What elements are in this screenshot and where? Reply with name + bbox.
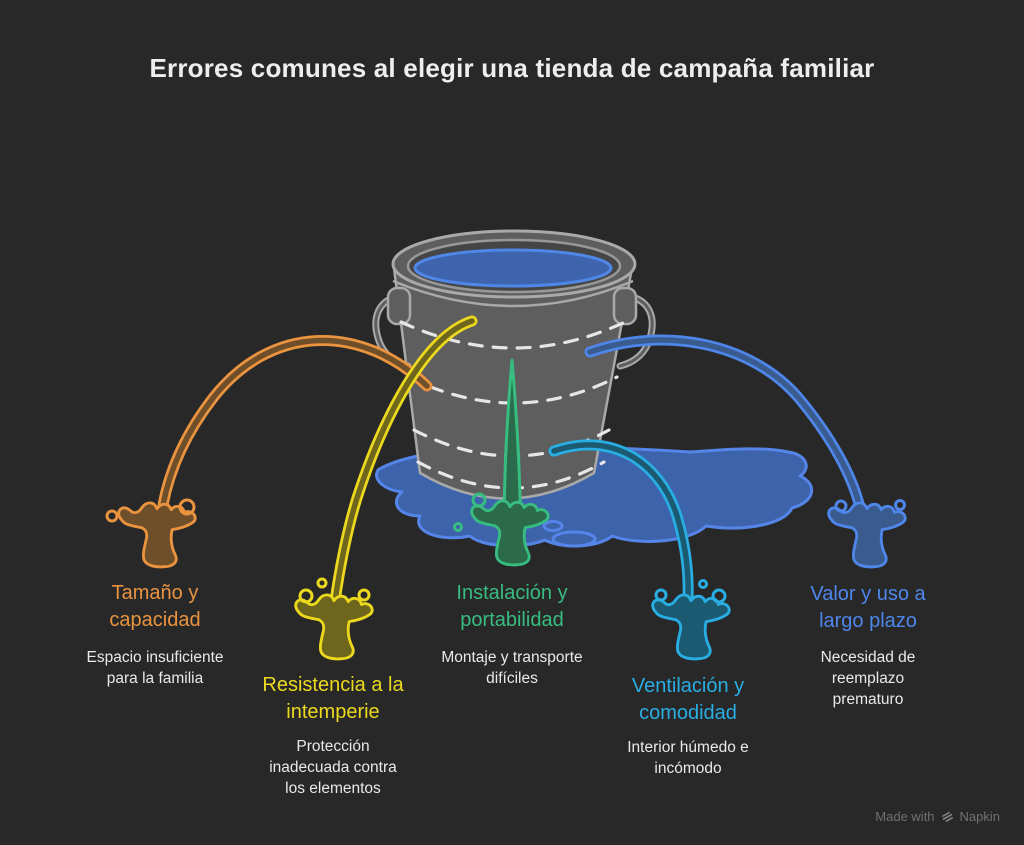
bubble — [178, 498, 196, 516]
category-desc-ventilation-comfort: Interior húmedo e incómodo — [627, 739, 749, 777]
bubble — [711, 588, 727, 604]
page-title: Errores comunes al elegir una tienda de … — [149, 53, 875, 83]
handle-ear-right — [612, 286, 638, 326]
splash-bubbles — [453, 492, 487, 532]
category-label-weather-resistance: Resistencia a la intemperie — [262, 674, 404, 723]
splash-bubbles — [834, 499, 906, 513]
bubble — [357, 588, 371, 602]
bubble — [834, 499, 848, 513]
category-label-size-capacity: Tamaño y capacidad — [109, 582, 201, 631]
dashed-line — [399, 320, 627, 350]
bubble — [698, 579, 708, 589]
leak-arc-core — [587, 337, 864, 515]
stream-ventilation-comfort — [548, 439, 731, 661]
leak-arc-core — [551, 442, 691, 601]
bucket-water-surface — [413, 248, 613, 288]
splash-bubbles — [105, 498, 196, 523]
bubble — [105, 509, 119, 523]
category-desc-long-term-value: Necesidad de reemplazo prematuro — [820, 649, 916, 708]
bubble — [453, 522, 463, 532]
made-with-napkin-badge[interactable]: Made with Napkin — [875, 809, 1000, 824]
stream-setup-portability — [453, 358, 550, 567]
splash-icon — [294, 593, 374, 661]
splash-icon — [651, 593, 731, 661]
handle-ear-left — [386, 286, 412, 326]
bubble — [316, 577, 328, 589]
bucket-collar-line — [392, 279, 634, 308]
splash-icon — [827, 501, 907, 569]
category-desc-size-capacity: Espacio insuficiente para la familia — [86, 649, 224, 687]
bubble — [654, 588, 668, 602]
made-with-text: Made with — [875, 809, 935, 824]
stream-long-term-value — [584, 334, 907, 569]
category-label-long-term-value: Valor y uso a largo plazo — [810, 583, 926, 632]
splash-bubbles — [298, 577, 371, 604]
bubble — [471, 492, 487, 508]
leak-arc-core — [160, 337, 430, 508]
splash-bubbles — [654, 579, 727, 604]
category-label-setup-portability: Instalación y portabilidad — [456, 582, 568, 631]
napkin-logo-icon — [941, 811, 953, 822]
stream-size-capacity — [105, 334, 433, 569]
puddle-droplet — [551, 530, 597, 548]
category-desc-setup-portability: Montaje y transporte difíciles — [441, 649, 583, 687]
bubble — [298, 588, 314, 604]
bubble — [894, 499, 906, 511]
puddle-droplet — [542, 520, 564, 532]
leak-arc-core — [332, 318, 475, 605]
stream-weather-resistance — [294, 315, 478, 661]
napkin-brand-text: Napkin — [959, 809, 1000, 824]
category-desc-weather-resistance: Protección inadecuada contra los element… — [269, 738, 397, 797]
category-label-ventilation-comfort: Ventilación y comodidad — [631, 675, 745, 724]
